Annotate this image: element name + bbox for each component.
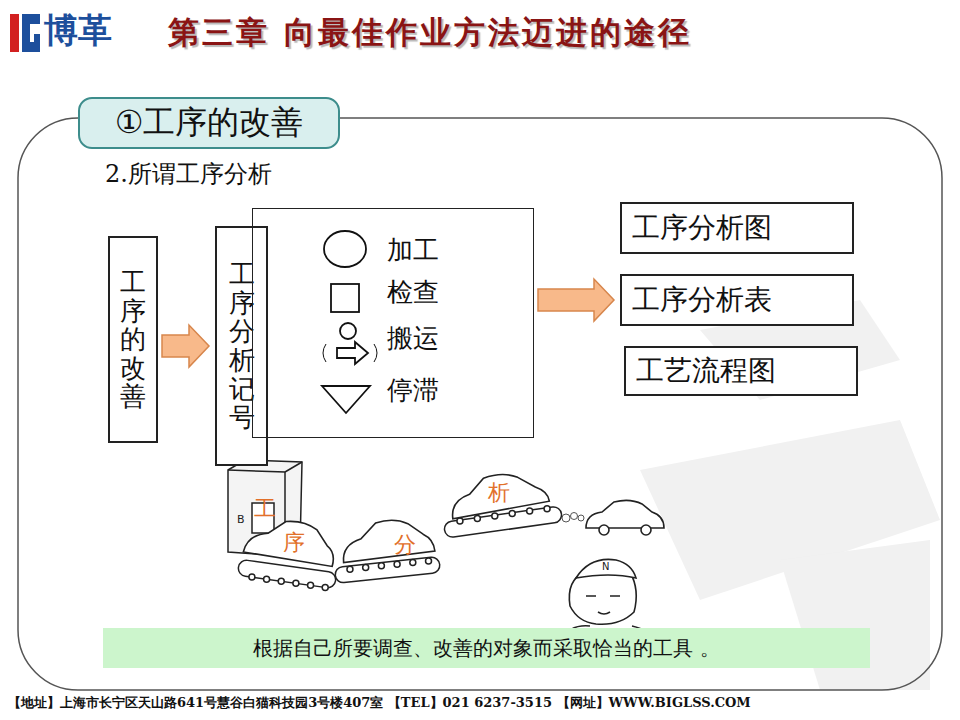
transport-symbol <box>340 323 356 339</box>
node-text: 检查 <box>387 275 439 310</box>
node-text: 工艺流程图 <box>636 352 776 390</box>
roller <box>347 566 353 572</box>
car-body <box>243 515 338 567</box>
car-label: 析 <box>488 478 510 508</box>
car-body <box>448 468 550 519</box>
roller <box>322 584 328 590</box>
roller <box>394 561 400 567</box>
wheel <box>599 525 609 535</box>
conveyors <box>237 506 562 591</box>
logo-shape <box>22 14 40 52</box>
roller <box>249 574 255 580</box>
bracket <box>374 344 377 362</box>
roller <box>492 513 498 519</box>
roller <box>293 580 299 586</box>
roller <box>544 506 550 512</box>
transport-arrow-symbol <box>337 342 368 364</box>
roller <box>527 508 533 514</box>
block-arrow <box>162 325 209 367</box>
symbol-box: 加工检查搬运停滞 <box>252 208 534 438</box>
car-body <box>340 516 435 563</box>
process-box: 工序分析记号 <box>215 226 268 466</box>
node-text: 搬运 <box>387 321 439 356</box>
worker-cap <box>576 559 636 578</box>
inspection-symbol <box>331 284 359 312</box>
node-text: 工序分析图 <box>632 209 772 247</box>
worker-face <box>586 596 620 614</box>
roller <box>474 515 480 521</box>
cars <box>243 468 664 566</box>
exhaust <box>562 513 584 523</box>
car-label: 序 <box>283 528 305 558</box>
smoke-puff <box>578 515 584 521</box>
delay-symbol <box>322 386 370 413</box>
section-heading: 2.所谓工序分析 <box>105 158 272 190</box>
section-tab: ①工序的改善 <box>78 97 340 149</box>
roller <box>308 582 314 588</box>
slide-title: 第三章 向最佳作业方法迈进的途径 <box>168 12 692 54</box>
process-box: 工序的改善 <box>108 236 158 443</box>
block-arrow <box>538 279 614 321</box>
logo-bar <box>10 14 19 52</box>
bracket <box>323 344 326 362</box>
smoke-puff <box>571 513 578 520</box>
logo-text: 博革 <box>44 8 112 54</box>
caption-bar: 根据自己所要调查、改善的对象而采取恰当的工具 。 <box>103 628 870 668</box>
roller <box>278 578 284 584</box>
node-text: 工序的改善 <box>120 268 146 411</box>
roller <box>426 558 432 564</box>
machine-mark: B <box>237 513 245 526</box>
panel-outline <box>18 118 942 690</box>
caption-text: 根据自己所要调查、改善的对象而采取恰当的工具 。 <box>253 635 719 662</box>
roller <box>363 565 369 571</box>
node-text: 工序分析表 <box>632 281 772 319</box>
car-label: 分 <box>394 530 416 560</box>
logo-icon <box>10 14 40 52</box>
footer-address: 【地址】上海市长宁区天山路641号慧谷白猫科技园3号楼407室 【TEL】021… <box>8 694 751 712</box>
roller <box>457 518 463 524</box>
node-text: 停滞 <box>387 373 439 408</box>
finished-car <box>586 500 664 528</box>
process-symbols <box>322 231 377 413</box>
node-text: 加工 <box>387 233 439 268</box>
tool-box: 工艺流程图 <box>624 346 858 396</box>
car-label: 工 <box>254 494 276 524</box>
cap-mark: N <box>602 561 609 572</box>
wheel <box>641 525 651 535</box>
roller <box>410 560 416 566</box>
machine-edge <box>285 462 302 472</box>
operation-symbol <box>324 231 366 267</box>
node-text: 工序分析记号 <box>229 260 255 432</box>
tool-box: 工序分析表 <box>620 274 854 326</box>
node-text: ①工序的改善 <box>115 101 304 145</box>
tool-box: 工序分析图 <box>620 202 854 254</box>
roller <box>264 576 270 582</box>
roller <box>378 563 384 569</box>
smoke-puff <box>562 514 570 522</box>
roller <box>509 511 515 517</box>
